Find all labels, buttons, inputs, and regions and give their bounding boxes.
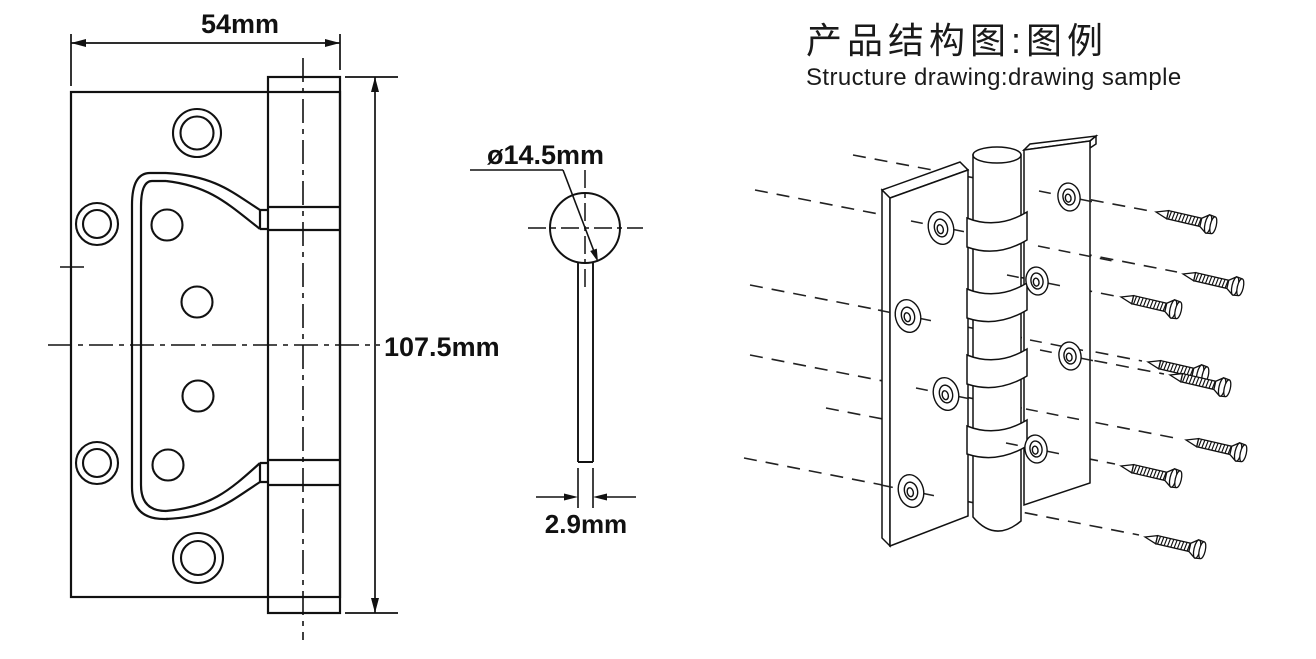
barrel-top-cap [972,146,1022,164]
knuckle-band-2 [966,281,1028,323]
leader-arrowhead [590,248,598,262]
arrowhead-right [325,39,340,47]
arrowhead-up [371,77,379,92]
folded-leaf-cutout [130,171,268,521]
width-dimension [70,34,341,86]
barrel-body [972,154,1022,532]
left-leaf [880,161,970,548]
screw-icon [1153,202,1219,236]
screw-icon [1142,527,1208,561]
arrowhead-down [371,598,379,613]
hinge-3d-view [743,134,1249,561]
height-dimension-label: 107.5mm [384,332,500,362]
right-leaf-holes [1024,182,1082,464]
hinge-barrel [966,146,1028,532]
left-leaf-holes [894,211,960,508]
centerlines [48,58,380,640]
screw-icon [1183,430,1249,464]
pin-side-view: ø14.5mm 2.9mm [470,140,643,539]
hinge-flat-view: 54mm 107.5mm [48,9,500,640]
thickness-dimension-label: 2.9mm [545,509,627,539]
arrowhead-inward-right [564,493,578,501]
title-chinese: 产品结构图:图例 [806,20,1109,61]
diameter-dimension-label: ø14.5mm [487,140,604,170]
screw-icon [1118,287,1184,321]
cup-holes [74,107,225,585]
knuckle-segment-lines [268,205,340,487]
screw-icon [1180,264,1246,298]
lower-leaf-connector [258,461,268,484]
upper-leaf-connector [258,208,268,231]
knuckle-band-3 [966,347,1028,389]
screw-icon [1118,456,1184,490]
height-dimension [345,76,398,614]
diameter-leader [470,169,598,262]
screw-holes [150,208,215,482]
left-leaf-side-edge [881,188,891,548]
thickness-dimension [536,468,636,508]
title-english: Structure drawing:drawing sample [806,64,1182,91]
right-leaf-face [1023,140,1091,507]
width-dimension-label: 54mm [201,9,279,39]
right-leaf [1021,134,1099,507]
left-leaf-face [889,168,969,548]
pin-shaft [577,263,594,463]
mounting-screws [1118,202,1249,561]
arrowhead-inward-left [593,493,607,501]
arrowhead-left [71,39,86,47]
title-block: 产品结构图:图例 Structure drawing:drawing sampl… [806,18,1182,92]
knuckle-band-1 [966,210,1028,252]
